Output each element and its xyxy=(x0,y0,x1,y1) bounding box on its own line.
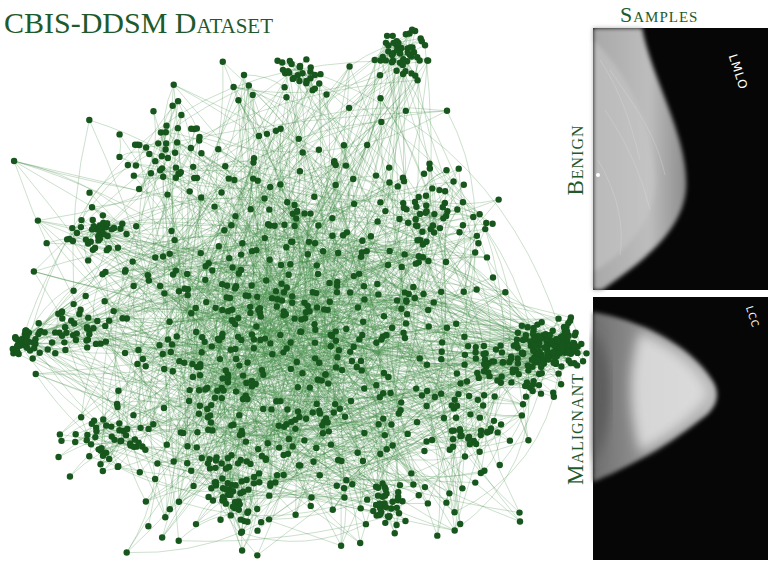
graph-edge xyxy=(16,339,347,481)
graph-edge xyxy=(261,317,380,398)
graph-edge xyxy=(102,66,300,233)
graph-edge xyxy=(89,456,341,545)
graph-edge xyxy=(174,85,494,421)
graph-edges xyxy=(13,30,587,556)
graph-edge xyxy=(155,111,447,258)
graph-edge xyxy=(391,425,446,503)
graph-edge xyxy=(103,332,561,471)
graph-edge xyxy=(66,199,264,333)
graph-edge xyxy=(174,85,335,161)
graph-edge xyxy=(447,170,480,214)
graph-edge xyxy=(14,161,235,508)
graph-edge xyxy=(393,38,421,60)
calcification xyxy=(596,173,600,177)
graph-edge xyxy=(403,34,454,513)
graph-edge xyxy=(289,349,559,440)
graph-edge xyxy=(59,371,173,457)
graph-edge xyxy=(228,241,362,495)
graph-edge xyxy=(465,355,525,386)
graph-edge xyxy=(491,428,510,440)
graph-edge xyxy=(541,354,571,367)
graph-edge xyxy=(28,243,316,353)
graph-edge xyxy=(419,170,447,197)
graph-edge xyxy=(175,153,234,180)
graph-edge xyxy=(164,368,402,501)
graph-edge xyxy=(87,165,336,328)
graph-edge xyxy=(81,417,91,444)
graph-edge xyxy=(380,202,417,226)
graph-edge xyxy=(33,358,264,409)
graph-edge xyxy=(65,218,332,350)
graph-edge xyxy=(73,241,360,543)
image-ground xyxy=(593,28,768,290)
graph-edge xyxy=(118,443,139,467)
graph-edge xyxy=(172,153,222,337)
graph-edge xyxy=(52,343,217,392)
graph-edge xyxy=(62,421,95,441)
graph-edge xyxy=(381,31,416,61)
graph-edge xyxy=(109,321,240,505)
graph-edge xyxy=(120,134,268,443)
graph-edge xyxy=(415,170,447,202)
graph-edge xyxy=(465,355,525,386)
graph-edge xyxy=(452,431,465,457)
graph-edge xyxy=(238,295,526,339)
breast-tissue xyxy=(593,312,717,482)
graph-edge xyxy=(375,30,412,60)
graph-edge xyxy=(179,513,399,541)
graph-edge xyxy=(98,237,413,485)
graph-edge xyxy=(193,167,567,341)
graph-edge xyxy=(127,479,155,553)
graph-edge xyxy=(334,161,488,473)
graph-edge xyxy=(162,80,418,156)
graph-edge xyxy=(179,141,200,174)
graph-edge xyxy=(36,374,140,472)
graph-edge xyxy=(465,397,495,457)
graph-edge xyxy=(120,152,150,157)
tissue-texture xyxy=(598,60,665,255)
graph-edge xyxy=(88,224,107,261)
graph-edge xyxy=(120,134,121,157)
graph-edge xyxy=(138,75,315,350)
graph-edge xyxy=(304,373,477,440)
graph-edge xyxy=(34,161,155,271)
image-ground xyxy=(593,297,768,560)
graph-edge xyxy=(193,181,257,390)
graph-edge xyxy=(103,274,548,346)
graph-edge xyxy=(102,197,418,240)
graph-edge xyxy=(259,214,306,474)
graph-edge xyxy=(408,236,477,434)
graph-edge xyxy=(139,115,181,189)
graph-edge xyxy=(252,176,376,252)
graph-edge xyxy=(291,369,488,432)
graph-edge xyxy=(228,150,319,484)
graph-edge xyxy=(542,322,575,363)
graph-edge xyxy=(180,141,200,174)
graph-edge xyxy=(445,191,480,214)
graph-edge xyxy=(173,62,223,275)
graph-edge xyxy=(120,157,181,172)
graph-edge xyxy=(14,161,170,254)
graph-edge xyxy=(35,344,165,518)
graph-edge xyxy=(300,67,523,404)
graph-edge xyxy=(428,214,480,310)
graph-edge xyxy=(114,218,296,237)
graph-edge xyxy=(25,284,559,338)
graph-edge xyxy=(141,428,270,496)
graph-edge xyxy=(178,101,197,129)
graph-edge xyxy=(139,132,166,275)
graph-edge xyxy=(179,513,248,541)
graph-edge xyxy=(122,222,464,337)
graph-edge xyxy=(455,374,559,513)
breast-tissue xyxy=(593,28,686,290)
graph-edge xyxy=(170,211,427,254)
graph-edge xyxy=(430,169,436,233)
